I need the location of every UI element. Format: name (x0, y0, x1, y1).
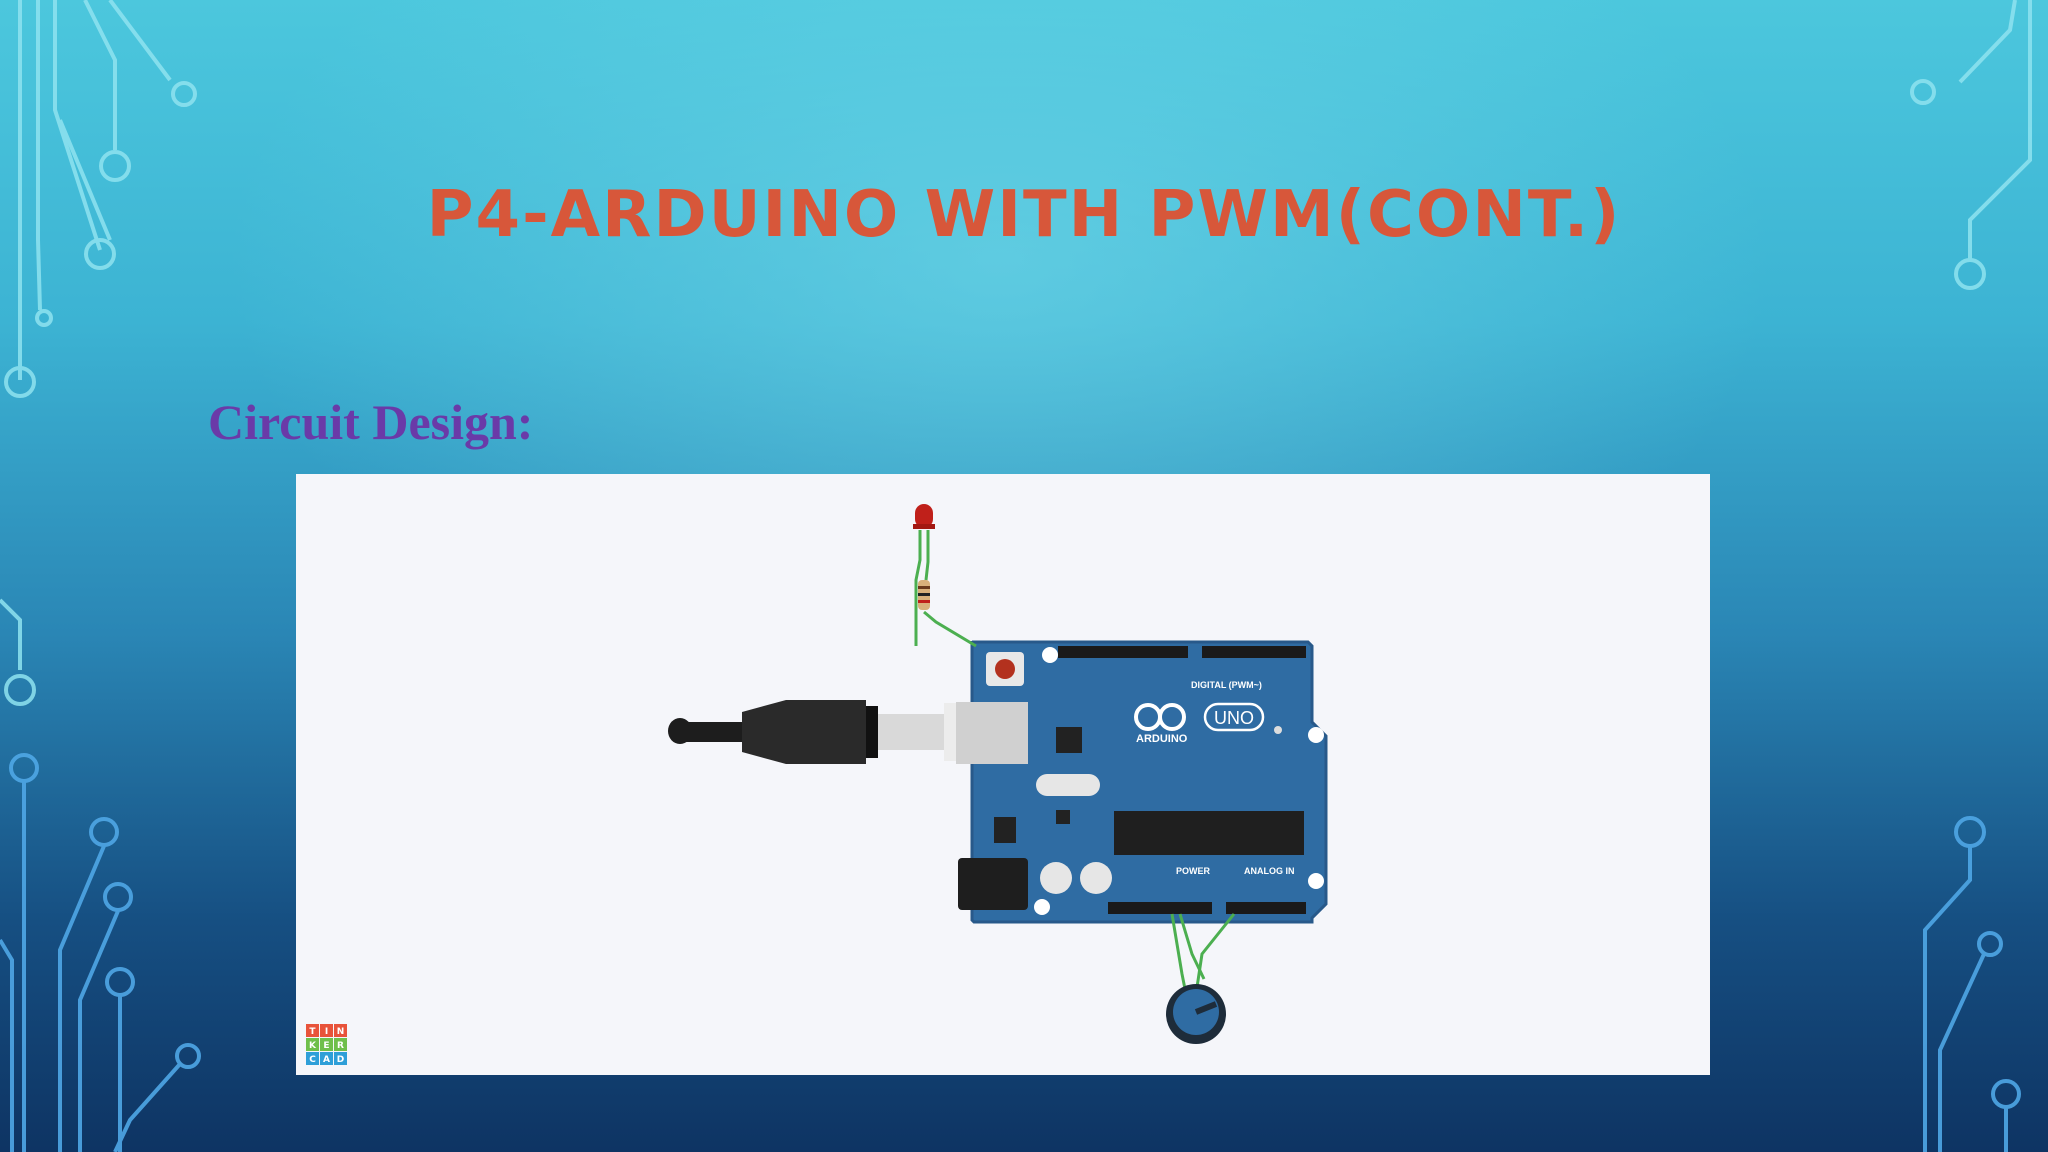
potentiometer-component (1166, 984, 1226, 1044)
digital-header-label: DIGITAL (PWM~) (1191, 680, 1262, 690)
resistor-component (918, 580, 930, 610)
arduino-uno-board: UNO ARDUINO DIGITAL (PWM~) POWER ANALOG … (956, 640, 1328, 924)
power-header-label: POWER (1176, 866, 1211, 876)
circuit-diagram-canvas: UNO ARDUINO DIGITAL (PWM~) POWER ANALOG … (296, 474, 1710, 1075)
analog-header-label: ANALOG IN (1244, 866, 1295, 876)
board-model-label: UNO (1214, 708, 1254, 728)
led-component (913, 504, 935, 529)
circuit-trace-decoration-left (0, 0, 201, 1152)
svg-text:I: I (325, 1027, 328, 1037)
arduino-logo-icon (1134, 703, 1186, 731)
svg-text:K: K (309, 1041, 317, 1051)
svg-text:C: C (309, 1055, 316, 1065)
led-wires (914, 530, 977, 648)
svg-text:D: D (337, 1055, 344, 1065)
svg-text:E: E (323, 1041, 329, 1051)
svg-text:N: N (337, 1027, 345, 1037)
svg-text:R: R (337, 1041, 344, 1051)
tinkercad-logo-icon: T I N K E R C A D (306, 1024, 347, 1065)
slide-title: P4-ARDUINO WITH PWM(CONT.) (426, 178, 1622, 252)
svg-text:A: A (323, 1055, 330, 1065)
circuit-trace-decoration-right (1910, 0, 2032, 1152)
svg-text:T: T (309, 1027, 316, 1037)
board-brand-label: ARDUINO (1136, 733, 1188, 745)
slide-subtitle: Circuit Design: (208, 394, 534, 450)
potentiometer-wires (1170, 913, 1236, 995)
arduino-circuit-illustration: UNO ARDUINO DIGITAL (PWM~) POWER ANALOG … (668, 504, 1328, 1044)
